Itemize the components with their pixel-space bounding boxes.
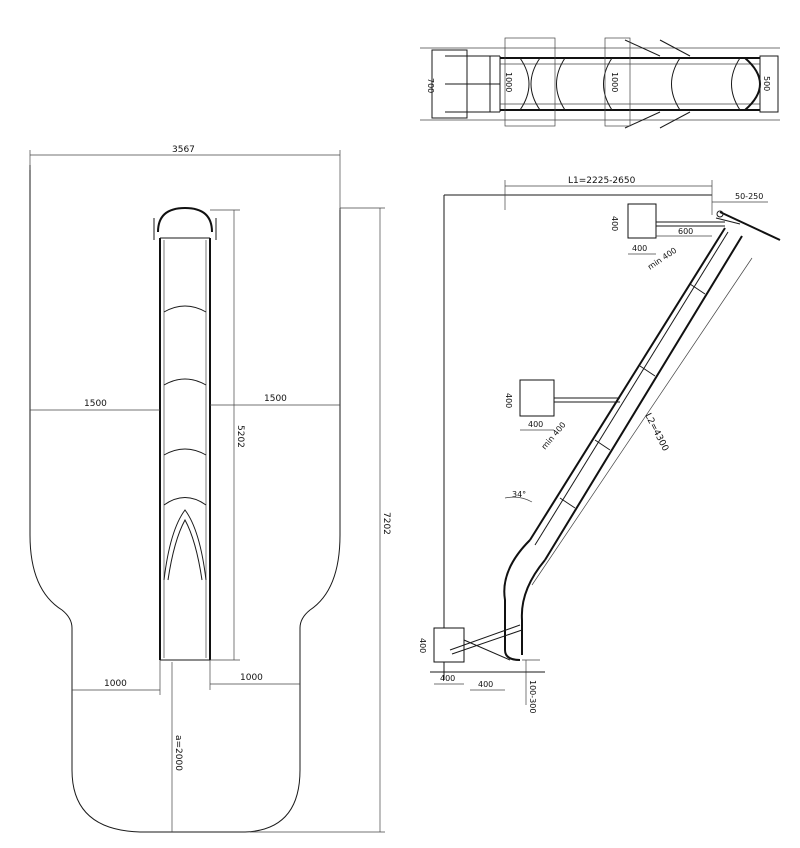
dim-runout: a=2000: [173, 735, 183, 771]
top-width-mid-b: 1000: [610, 72, 619, 92]
dim-top-support-h: 400: [610, 216, 619, 231]
dim-top-offset: 50-250: [735, 192, 763, 201]
dim-bottom-right: 1000: [240, 673, 263, 683]
dim-bottom-left: 1000: [104, 679, 127, 689]
top-width-left: 700: [426, 78, 435, 93]
dim-slide-length: 5202: [235, 425, 245, 448]
slide-body-plan: [153, 206, 217, 661]
dim-total-length: 7202: [381, 512, 391, 535]
dim-slide-length-l2: L2=4300: [642, 412, 670, 453]
slide-body-side: [503, 227, 743, 661]
plan-view: 3567 5202 1500 1: [29, 145, 391, 833]
dim-mid-support-h: 400: [504, 393, 513, 408]
mid-support-block: [519, 379, 555, 417]
top-width-mid-a: 1000: [504, 72, 513, 92]
dim-mid-support-w: 400: [528, 420, 543, 429]
side-view: L1=2225-2650 50-250 400 400 600 min 400: [418, 176, 781, 713]
dim-top-support-len: 600: [678, 227, 693, 236]
dim-bottom-gap: 400: [478, 680, 493, 689]
dim-bottom-support-w: 400: [440, 674, 455, 683]
dim-angle: 34°: [512, 490, 526, 499]
dim-mid-min: min 400: [540, 420, 568, 451]
dim-bottom-support-h: 400: [418, 638, 427, 653]
dim-top-min: min 400: [646, 246, 678, 272]
dim-right-side: 1500: [264, 394, 287, 404]
top-width-right: 500: [762, 76, 771, 91]
dim-top-support-w: 400: [632, 244, 647, 253]
top-support-block: [627, 203, 657, 239]
top-view: 700 1000 1000 500: [420, 37, 780, 129]
bottom-support-block: [433, 627, 465, 663]
dim-exit-height: 100-300: [528, 680, 537, 713]
safety-zone-outline: [29, 165, 341, 833]
dim-l1: L1=2225-2650: [568, 176, 636, 186]
dim-left-side: 1500: [84, 399, 107, 409]
dim-width-total: 3567: [172, 145, 195, 155]
